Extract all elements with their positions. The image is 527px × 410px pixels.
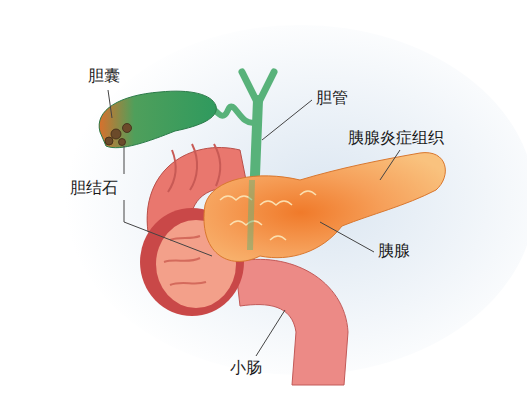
pancreas-lobules <box>220 191 316 240</box>
gallbladder <box>99 91 216 148</box>
organ-label: 胰腺炎症组织 <box>348 128 444 147</box>
gallstones <box>105 124 132 146</box>
organ-label: 胆结石 <box>70 178 118 197</box>
organ-label: 胆管 <box>316 88 348 107</box>
organ-label: 胆囊 <box>88 66 120 85</box>
bile-duct-in-pancreas <box>250 180 252 250</box>
pancreas <box>204 153 445 262</box>
organ-label: 小肠 <box>230 358 262 377</box>
organ-label: 胰腺 <box>378 241 410 260</box>
